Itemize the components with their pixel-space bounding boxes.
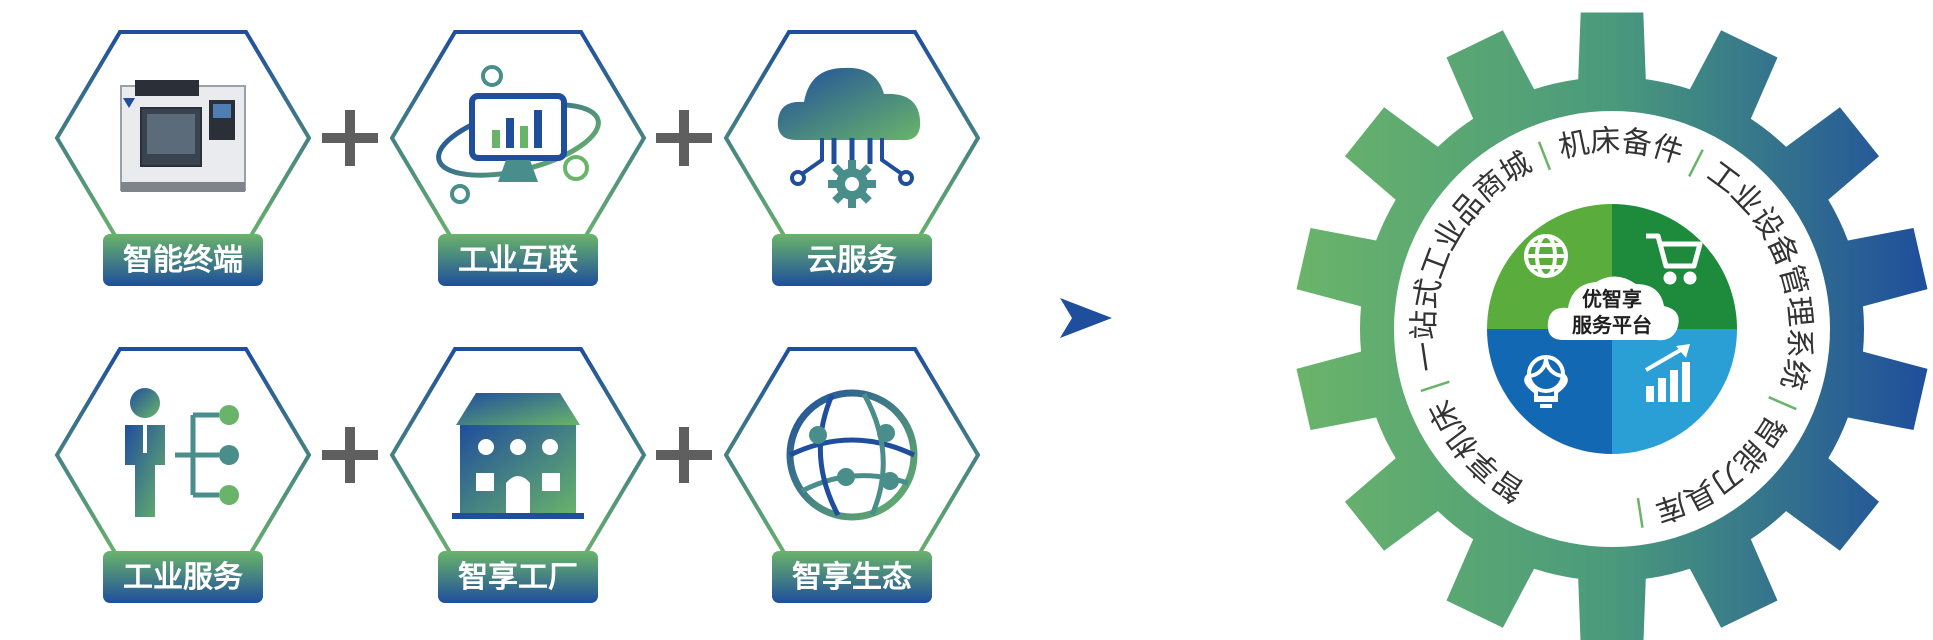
module-label-pill <box>772 234 932 286</box>
module-label: 工业服务 <box>123 560 243 595</box>
platform-cloud: 优智享 服务平台 <box>1547 276 1679 341</box>
module-label: 智能终端 <box>123 243 243 278</box>
hexagon-frame <box>723 347 981 563</box>
module-6: 智享生态 <box>723 347 981 603</box>
module-label-pill <box>103 551 263 603</box>
plus-sign <box>656 110 712 166</box>
monitor-chart-icon <box>436 65 601 204</box>
module-5: 智享工厂 <box>389 347 647 603</box>
module-1: 智能终端 <box>54 30 312 286</box>
ring-label: 工业自动化 <box>0 0 15 8</box>
ring-label: 设备租赁 <box>0 0 15 8</box>
module-label: 工业互联 <box>458 243 578 278</box>
module-2: 工业互联 <box>389 30 647 286</box>
factory-icon <box>452 393 584 519</box>
ring-separator: | <box>0 0 5 8</box>
shopping-cart-icon <box>1646 233 1703 285</box>
globe-network-icon <box>786 389 918 521</box>
person-network-icon <box>125 388 239 517</box>
plus-signs <box>322 110 712 483</box>
module-4: 工业服务 <box>54 347 312 603</box>
module-label-pill <box>772 551 932 603</box>
module-label-pill <box>438 234 598 286</box>
platform-name-line1: 优智享 <box>1582 287 1642 311</box>
module-3: 云服务 <box>723 30 981 286</box>
platform-name-line2: 服务平台 <box>1572 313 1652 337</box>
module-label: 智享工厂 <box>458 560 578 595</box>
module-label: 智享生态 <box>792 560 912 595</box>
globe-icon <box>1524 234 1568 278</box>
cnc-machine-icon <box>120 80 246 192</box>
flow-arrow <box>0 298 1112 338</box>
ring-separator: | <box>0 0 5 8</box>
plus-sign <box>656 427 712 483</box>
module-label: 云服务 <box>807 243 897 278</box>
cloud-gear-icon <box>777 67 921 208</box>
ring-separator: | <box>1624 494 1659 533</box>
module-label-pill <box>103 234 263 286</box>
plus-sign <box>322 110 378 166</box>
module-label-pill <box>438 551 598 603</box>
growth-chart-icon <box>1644 344 1690 402</box>
plus-sign <box>322 427 378 483</box>
lightbulb-icon <box>1524 355 1568 408</box>
